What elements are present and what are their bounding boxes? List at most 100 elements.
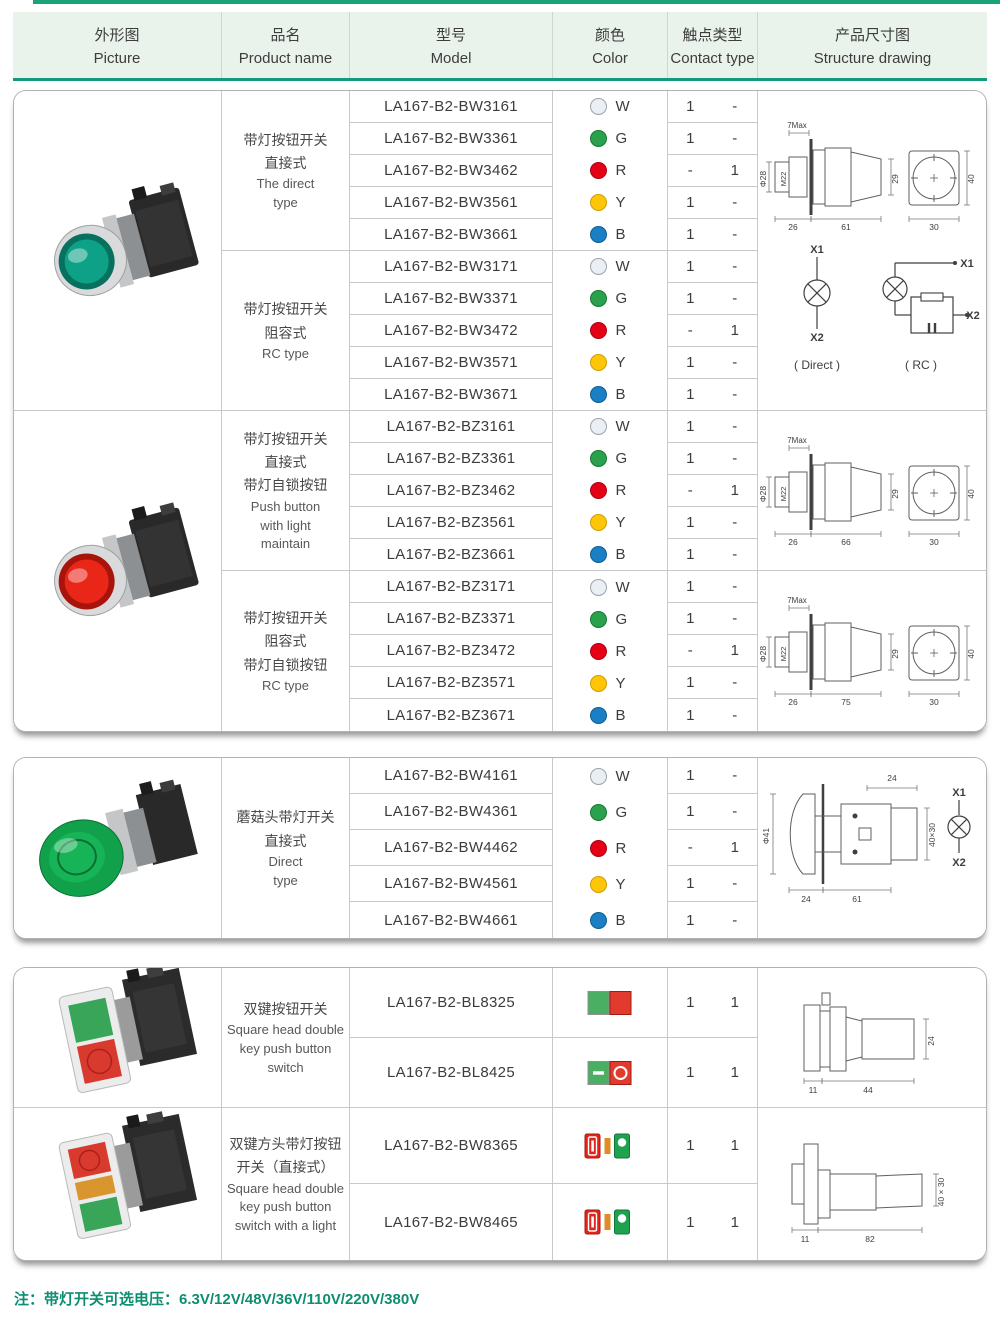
dim-label: X1 xyxy=(810,244,823,256)
color-dot-Y xyxy=(589,353,607,371)
model-number: LA167-B2-BZ3361 xyxy=(386,450,516,467)
contact-no-value: 1 xyxy=(686,610,695,627)
contact-no-value: 1 xyxy=(686,450,695,467)
model-cell: LA167-B2-BW3361 xyxy=(350,123,553,155)
footnote-voltage-options: 注：带灯开关可选电压：6.3V/12V/48V/36V/110V/220V/38… xyxy=(14,1291,420,1308)
contact-no-value: 1 xyxy=(686,354,695,371)
color-code-label: B xyxy=(615,225,626,243)
dim-label: 40 xyxy=(966,649,976,659)
contact-nc-value: 1 xyxy=(730,482,739,499)
color-entry: Y xyxy=(553,506,667,538)
contact-nc-value: - xyxy=(732,767,738,784)
model-cell: LA167-B2-BZ3472 xyxy=(350,635,553,667)
contact-nc-value: - xyxy=(732,98,738,115)
model-number: LA167-B2-BZ3561 xyxy=(386,514,516,531)
contact-no-value: 1 xyxy=(686,226,695,243)
contact-type-cell: -1 xyxy=(668,475,758,507)
color-code-label: G xyxy=(615,450,628,468)
color-code-label: R xyxy=(615,839,627,857)
color-code-label: Y xyxy=(615,674,626,692)
color-entry: W xyxy=(553,251,667,283)
color-code-label: Y xyxy=(615,513,626,531)
color-entry: Y xyxy=(553,667,667,699)
header-en: Picture xyxy=(93,49,141,67)
model-cell: LA167-B2-BW3161 xyxy=(350,91,553,123)
product-photo-double-key-button xyxy=(58,968,197,1093)
contact-type-cell: 1- xyxy=(668,507,758,539)
color-dot-B xyxy=(589,706,607,724)
product-photo-double-key-button xyxy=(58,1111,197,1239)
color-dot-R xyxy=(589,642,607,660)
color-code-label: B xyxy=(615,545,626,563)
model-number: LA167-B2-BZ3161 xyxy=(386,418,516,435)
header-zh: 品名 xyxy=(270,26,301,44)
contact-no-value: - xyxy=(687,162,693,179)
contact-nc-value: - xyxy=(732,130,738,147)
dim-label: 24 xyxy=(926,1036,936,1046)
contact-type-cell: -1 xyxy=(668,155,758,187)
model-cell: LA167-B2-BW4462 xyxy=(350,830,553,866)
color-dot-Y xyxy=(589,875,607,893)
color-code-label: R xyxy=(615,642,627,660)
model-number: LA167-B2-BZ3171 xyxy=(386,578,516,595)
color-entry: B xyxy=(553,902,667,938)
dim-label: M22 xyxy=(779,647,788,662)
color-dot-B xyxy=(589,545,607,563)
model-number: LA167-B2-BW4661 xyxy=(384,911,518,929)
model-number: LA167-B2-BZ3671 xyxy=(386,706,516,724)
color-entry: G xyxy=(553,603,667,635)
color-entry: W xyxy=(553,571,667,603)
color-entry: G xyxy=(553,794,667,830)
color-entry: Y xyxy=(553,346,667,378)
contact-type-cell: 1- xyxy=(668,379,758,411)
contact-no-value: 1 xyxy=(686,130,695,147)
product-name-en: key push button xyxy=(239,1041,332,1057)
color-dot-R xyxy=(589,839,607,857)
dim-label: X1 xyxy=(960,258,973,270)
color-entry: B xyxy=(553,699,667,731)
contact-no-value: - xyxy=(687,322,693,339)
color-entry: Y xyxy=(553,866,667,902)
product-photo-illuminated-push-button xyxy=(53,181,199,296)
color-code-label: G xyxy=(615,130,628,148)
dim-label: 44 xyxy=(863,1085,873,1095)
contact-no-value: - xyxy=(687,839,693,856)
model-number: LA167-B2-BZ3371 xyxy=(386,610,516,627)
color-entry: G xyxy=(553,283,667,315)
dim-label: Φ28 xyxy=(759,485,768,502)
picture-cell xyxy=(14,411,222,731)
color-dot-B xyxy=(589,225,607,243)
contact-no-value: 1 xyxy=(686,994,695,1011)
contact-type-cell: 1- xyxy=(668,758,758,794)
color-code-label: G xyxy=(615,803,628,821)
dim-label: 40 × 30 xyxy=(936,1177,946,1206)
color-dot-B xyxy=(589,911,607,929)
color-dot-Y xyxy=(589,193,607,211)
contact-nc-value: - xyxy=(732,194,738,211)
contact-type-cell: 1- xyxy=(668,443,758,475)
contact-no-value: 1 xyxy=(686,1213,695,1231)
contact-type-cell: 1- xyxy=(668,794,758,830)
header-zh: 型号 xyxy=(435,26,466,44)
dim-label: 26 xyxy=(788,537,798,547)
contact-nc-value: - xyxy=(732,875,738,892)
contact-no-value: 1 xyxy=(686,578,695,595)
contact-no-value: 1 xyxy=(686,706,695,724)
color-dot-R xyxy=(589,481,607,499)
dim-label: 75 xyxy=(841,697,851,707)
color-entry: B xyxy=(553,538,667,570)
model-cell: LA167-B2-BW4361 xyxy=(350,794,553,830)
product-name-en: Direct xyxy=(268,853,303,869)
picture-cell xyxy=(14,758,222,938)
color-icon-cell xyxy=(553,1184,668,1260)
contact-type-cell: 1- xyxy=(668,219,758,251)
model-number: LA167-B2-BZ3462 xyxy=(386,482,516,499)
model-cell: LA167-B2-BW8465 xyxy=(350,1184,553,1260)
color-dot-R xyxy=(589,321,607,339)
